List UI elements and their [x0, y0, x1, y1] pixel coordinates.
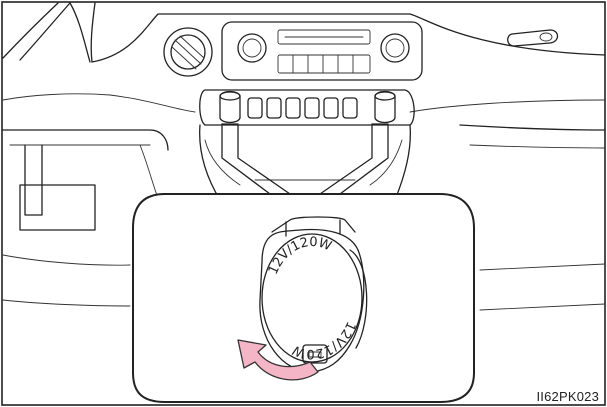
switch-panel [200, 90, 414, 125]
right-side-vent [508, 30, 558, 46]
left-round-vent [164, 28, 212, 76]
center-console [200, 125, 411, 200]
callout-pointer [222, 124, 388, 194]
left-pillar [3, 3, 110, 100]
audio-panel [222, 22, 422, 80]
right-lower-dash [460, 125, 605, 310]
power-outlet-right-icon [375, 92, 395, 123]
power-outlet-left-icon [220, 92, 240, 123]
figure-code: II62PK023 [536, 389, 599, 404]
